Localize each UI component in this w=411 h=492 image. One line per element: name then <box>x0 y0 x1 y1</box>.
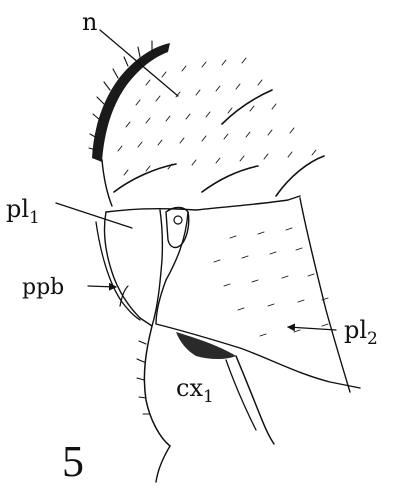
label-ppb: ppb <box>22 275 64 300</box>
figure-number: 5 <box>62 437 84 486</box>
notum-stipple <box>118 58 316 175</box>
mesopleuron-stipple <box>214 228 328 336</box>
leader-pl1 <box>56 203 132 228</box>
spiracle-opening <box>174 216 182 224</box>
mesopleuron-outline <box>156 212 360 388</box>
notum-outline <box>102 160 112 206</box>
label-cx1: cx1 <box>176 374 214 407</box>
notum-sutures <box>114 90 324 196</box>
leader-n <box>100 30 178 96</box>
label-pl1-sub: 1 <box>29 208 40 228</box>
label-n: n <box>82 8 97 36</box>
mesopleuron-posterior-edge <box>300 198 350 392</box>
leader-pl2 <box>288 327 336 330</box>
label-pl1-base: pl <box>6 195 29 223</box>
propleuron-outline <box>104 210 162 326</box>
propleuron-anterior-edge <box>96 222 140 320</box>
pleural-upper-boundary <box>106 196 300 212</box>
coxal-cavity-shading <box>176 332 236 359</box>
label-pl2: pl2 <box>344 316 378 349</box>
leg-continuation <box>156 446 170 482</box>
label-cx1-base: cx <box>176 374 203 402</box>
label-pl2-sub: 2 <box>367 329 378 349</box>
label-pl1: pl1 <box>6 195 40 228</box>
leader-ppb <box>88 286 116 287</box>
coxa-bristles <box>137 341 150 414</box>
label-cx1-sub: 1 <box>203 387 214 407</box>
coxa-outline <box>144 326 170 446</box>
label-pl2-base: pl <box>344 316 367 344</box>
